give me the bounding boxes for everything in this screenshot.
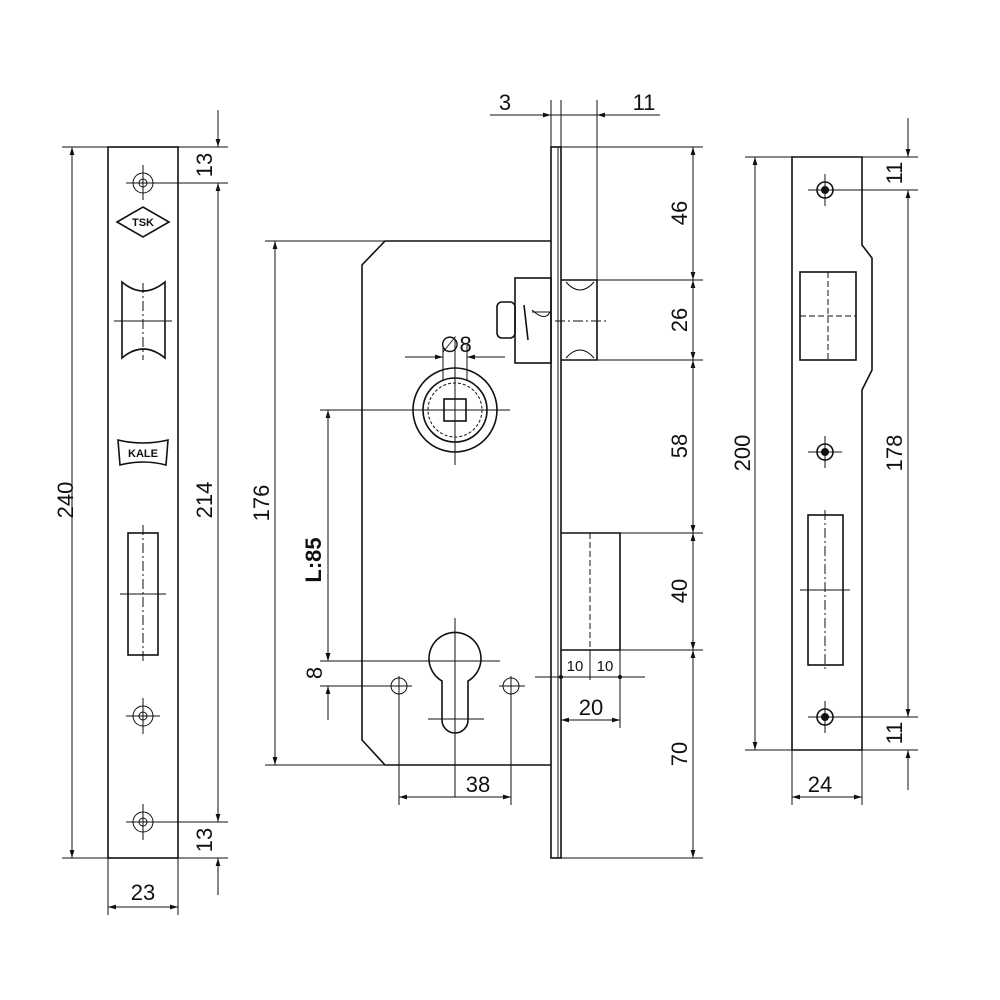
svg-text:20: 20 <box>579 695 603 720</box>
svg-text:46: 46 <box>667 201 692 225</box>
svg-text:178: 178 <box>882 435 907 472</box>
svg-text:TSK: TSK <box>132 217 154 229</box>
svg-text:26: 26 <box>667 308 692 332</box>
svg-text:KALE: KALE <box>128 448 158 460</box>
screw-hole <box>808 701 918 733</box>
lock-body: ∅8 3 11 <box>249 90 703 859</box>
svg-text:40: 40 <box>667 579 692 603</box>
svg-text:8: 8 <box>302 667 327 679</box>
screw-hole <box>126 165 228 200</box>
strike-plate: 200 178 11 11 24 <box>730 118 918 805</box>
svg-text:70: 70 <box>667 742 692 766</box>
screw-hole <box>126 804 228 840</box>
svg-text:3: 3 <box>499 90 511 115</box>
svg-text:214: 214 <box>192 482 217 519</box>
bolt-opening <box>800 510 850 670</box>
latch-bolt <box>496 277 606 364</box>
follower-hub: ∅8 <box>320 332 510 465</box>
svg-text:∅8: ∅8 <box>440 332 471 357</box>
svg-text:11: 11 <box>633 90 656 115</box>
svg-text:11: 11 <box>882 722 907 745</box>
screw-hole <box>126 698 160 734</box>
svg-text:176: 176 <box>249 485 274 522</box>
tsk-logo: TSK <box>115 206 171 238</box>
svg-text:240: 240 <box>53 482 78 519</box>
svg-text:38: 38 <box>466 772 490 797</box>
svg-text:10: 10 <box>597 658 614 675</box>
screw-hole <box>808 436 842 468</box>
latch-opening <box>114 280 172 360</box>
kale-logo: KALE <box>117 438 169 467</box>
front-plate: TSK KALE 240 214 13 <box>53 110 228 915</box>
svg-text:200: 200 <box>730 435 755 472</box>
faceplate <box>550 146 562 859</box>
svg-text:10: 10 <box>567 658 584 675</box>
deadbolt <box>561 532 621 651</box>
cylinder-hole <box>320 618 525 805</box>
svg-text:58: 58 <box>667 434 692 458</box>
bolt-slot <box>120 525 166 662</box>
svg-text:23: 23 <box>131 880 155 905</box>
screw-hole <box>808 174 918 206</box>
svg-text:24: 24 <box>808 772 832 797</box>
svg-text:L:85: L:85 <box>301 537 326 582</box>
svg-text:13: 13 <box>192 828 217 852</box>
svg-text:11: 11 <box>882 162 907 185</box>
latch-opening <box>799 271 857 361</box>
svg-text:13: 13 <box>192 153 217 177</box>
